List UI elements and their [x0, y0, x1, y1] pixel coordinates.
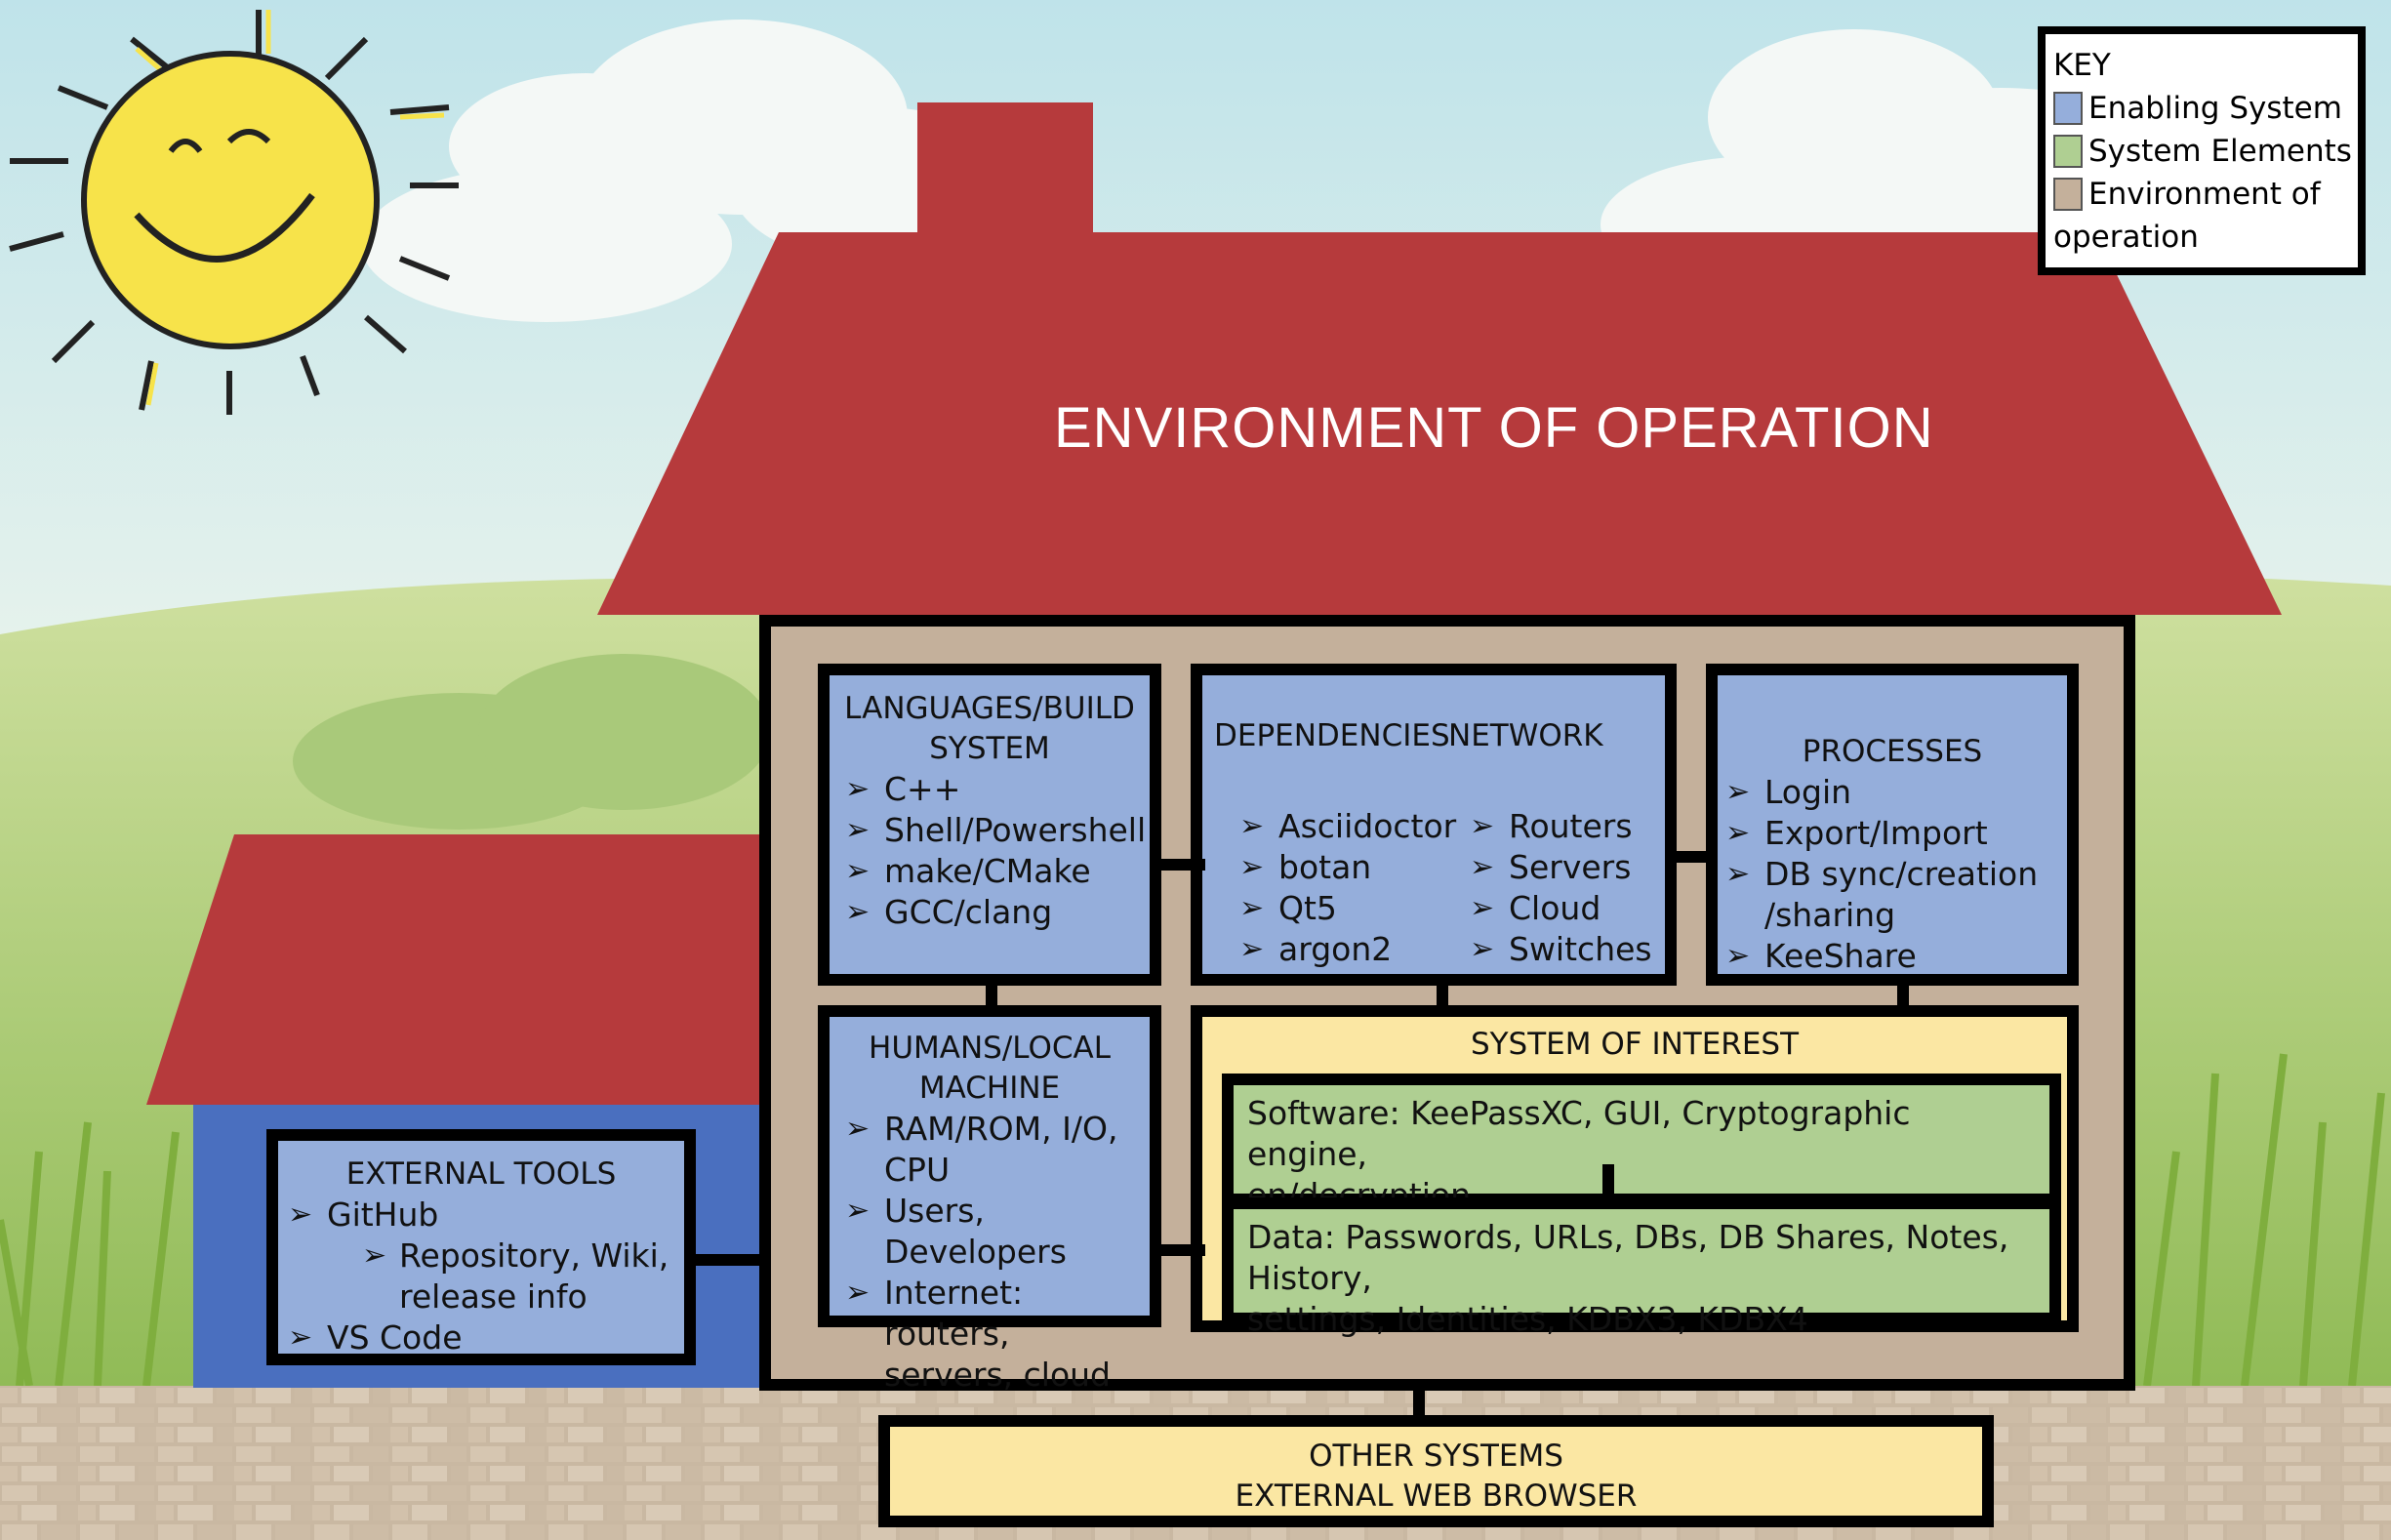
- languages-build-box: LANGUAGES/BUILD SYSTEM C++ Shell/Powersh…: [818, 664, 1161, 986]
- box-heading: EXTERNAL TOOLS: [345, 1156, 617, 1192]
- list-item: Users, Developers: [843, 1191, 1150, 1273]
- box-heading: PROCESSES: [1802, 734, 1983, 769]
- connector: [688, 1254, 766, 1266]
- list-item: VS Code: [286, 1317, 684, 1358]
- list-subitem: Repository, Wiki,: [286, 1236, 684, 1277]
- other-systems-line: EXTERNAL WEB BROWSER: [1235, 1479, 1638, 1514]
- legend-swatch: [2053, 135, 2083, 168]
- connector: [1671, 851, 1718, 863]
- connector: [1156, 1244, 1205, 1256]
- list-item-continuation: /sharing: [1723, 895, 2067, 936]
- chimney: [917, 102, 1093, 239]
- legend-label: Enabling System: [2088, 91, 2342, 126]
- system-of-interest-box: SYSTEM OF INTEREST Software: KeePassXC, …: [1191, 1005, 2079, 1338]
- list-item: GCC/clang: [843, 892, 1150, 933]
- data-line: settings, Identities, KDBX3, KDBX4: [1247, 1300, 1808, 1338]
- software-line: Software: KeePassXC, GUI, Cryptographic …: [1247, 1094, 1911, 1173]
- box-heading: SYSTEM: [929, 731, 1050, 766]
- continuation-text: /sharing: [1764, 896, 1896, 934]
- list-item: KeeShare: [1723, 936, 2067, 977]
- data-line: Data: Passwords, URLs, DBs, DB Shares, N…: [1247, 1218, 2009, 1297]
- software-box: Software: KeePassXC, GUI, Cryptographic …: [1222, 1074, 2061, 1214]
- list-item: C++: [843, 769, 1150, 810]
- box-heading: MACHINE: [918, 1071, 1061, 1106]
- box-heading: SYSTEM OF INTEREST: [1470, 1027, 1800, 1062]
- data-box: Data: Passwords, URLs, DBs, DB Shares, N…: [1222, 1197, 2061, 1338]
- list-item: argon2: [1237, 929, 1456, 970]
- connector: [986, 974, 997, 1013]
- legend-heading: KEY: [2053, 48, 2111, 83]
- continuation-text: CPU: [884, 1151, 951, 1189]
- connector: [1437, 981, 1448, 1015]
- other-systems-line: OTHER SYSTEMS: [1309, 1439, 1563, 1474]
- connector: [1602, 1164, 1614, 1194]
- list-item: RAM/ROM, I/O,: [843, 1109, 1150, 1150]
- diagram-title: ENVIRONMENT OF OPERATION: [1054, 396, 1934, 460]
- main-roof: [597, 232, 2282, 615]
- connector: [1156, 859, 1205, 871]
- list-item: Routers: [1468, 806, 1652, 847]
- sun-icon: [9, 10, 459, 415]
- legend-item-enabling-system: Enabling System: [2053, 87, 2350, 130]
- list-item: GitHub: [286, 1195, 684, 1236]
- list-item: DB sync/creation: [1723, 854, 2067, 895]
- dependencies-network-box: DEPENDENCIES NETWORK Asciidoctor botan Q…: [1191, 664, 1677, 986]
- list-item: Shell/Powershell: [843, 810, 1150, 851]
- legend-item-environment: Environment of: [2053, 173, 2350, 216]
- legend: KEY Enabling System System Elements Envi…: [2038, 26, 2366, 275]
- list-item: Internet: routers,: [843, 1273, 1150, 1355]
- list-item: Servers: [1468, 847, 1652, 888]
- legend-swatch: [2053, 178, 2083, 211]
- list-item: Switches: [1468, 929, 1652, 970]
- external-tools-box: EXTERNAL TOOLS GitHub Repository, Wiki, …: [266, 1129, 696, 1365]
- legend-label: Environment of: [2088, 177, 2321, 212]
- box-heading: HUMANS/LOCAL: [869, 1031, 1111, 1066]
- network-heading: NETWORK: [1448, 718, 1603, 753]
- list-item-continuation: servers, cloud: [843, 1355, 1150, 1396]
- grass-tufts: [0, 1053, 2385, 1387]
- list-item-continuation: CPU: [843, 1150, 1150, 1191]
- list-item-continuation: release info: [286, 1277, 684, 1317]
- list-item: Asciidoctor: [1237, 806, 1456, 847]
- connector: [1413, 1384, 1425, 1418]
- legend-swatch: [2053, 92, 2083, 125]
- dependencies-heading: DEPENDENCIES: [1214, 718, 1450, 753]
- small-roof: [146, 834, 761, 1105]
- continuation-text: release info: [399, 1277, 588, 1316]
- list-item: make/CMake: [843, 851, 1150, 892]
- list-item: Qt5: [1237, 888, 1456, 929]
- list-item: botan: [1237, 847, 1456, 888]
- processes-box: PROCESSES Login Export/Import DB sync/cr…: [1706, 664, 2079, 986]
- list-item: Login: [1723, 772, 2067, 813]
- legend-label: System Elements: [2088, 134, 2352, 169]
- legend-item-system-elements: System Elements: [2053, 130, 2352, 173]
- connector: [1897, 981, 1909, 1015]
- other-systems-box: OTHER SYSTEMS EXTERNAL WEB BROWSER: [878, 1415, 1994, 1527]
- list-item: Export/Import: [1723, 813, 2067, 854]
- humans-local-machine-box: HUMANS/LOCAL MACHINE RAM/ROM, I/O, CPU U…: [818, 1005, 1161, 1394]
- box-heading: LANGUAGES/BUILD: [844, 691, 1135, 726]
- list-item: Cloud: [1468, 888, 1652, 929]
- legend-label-continuation: operation: [2053, 220, 2199, 255]
- continuation-text: servers, cloud: [884, 1356, 1111, 1394]
